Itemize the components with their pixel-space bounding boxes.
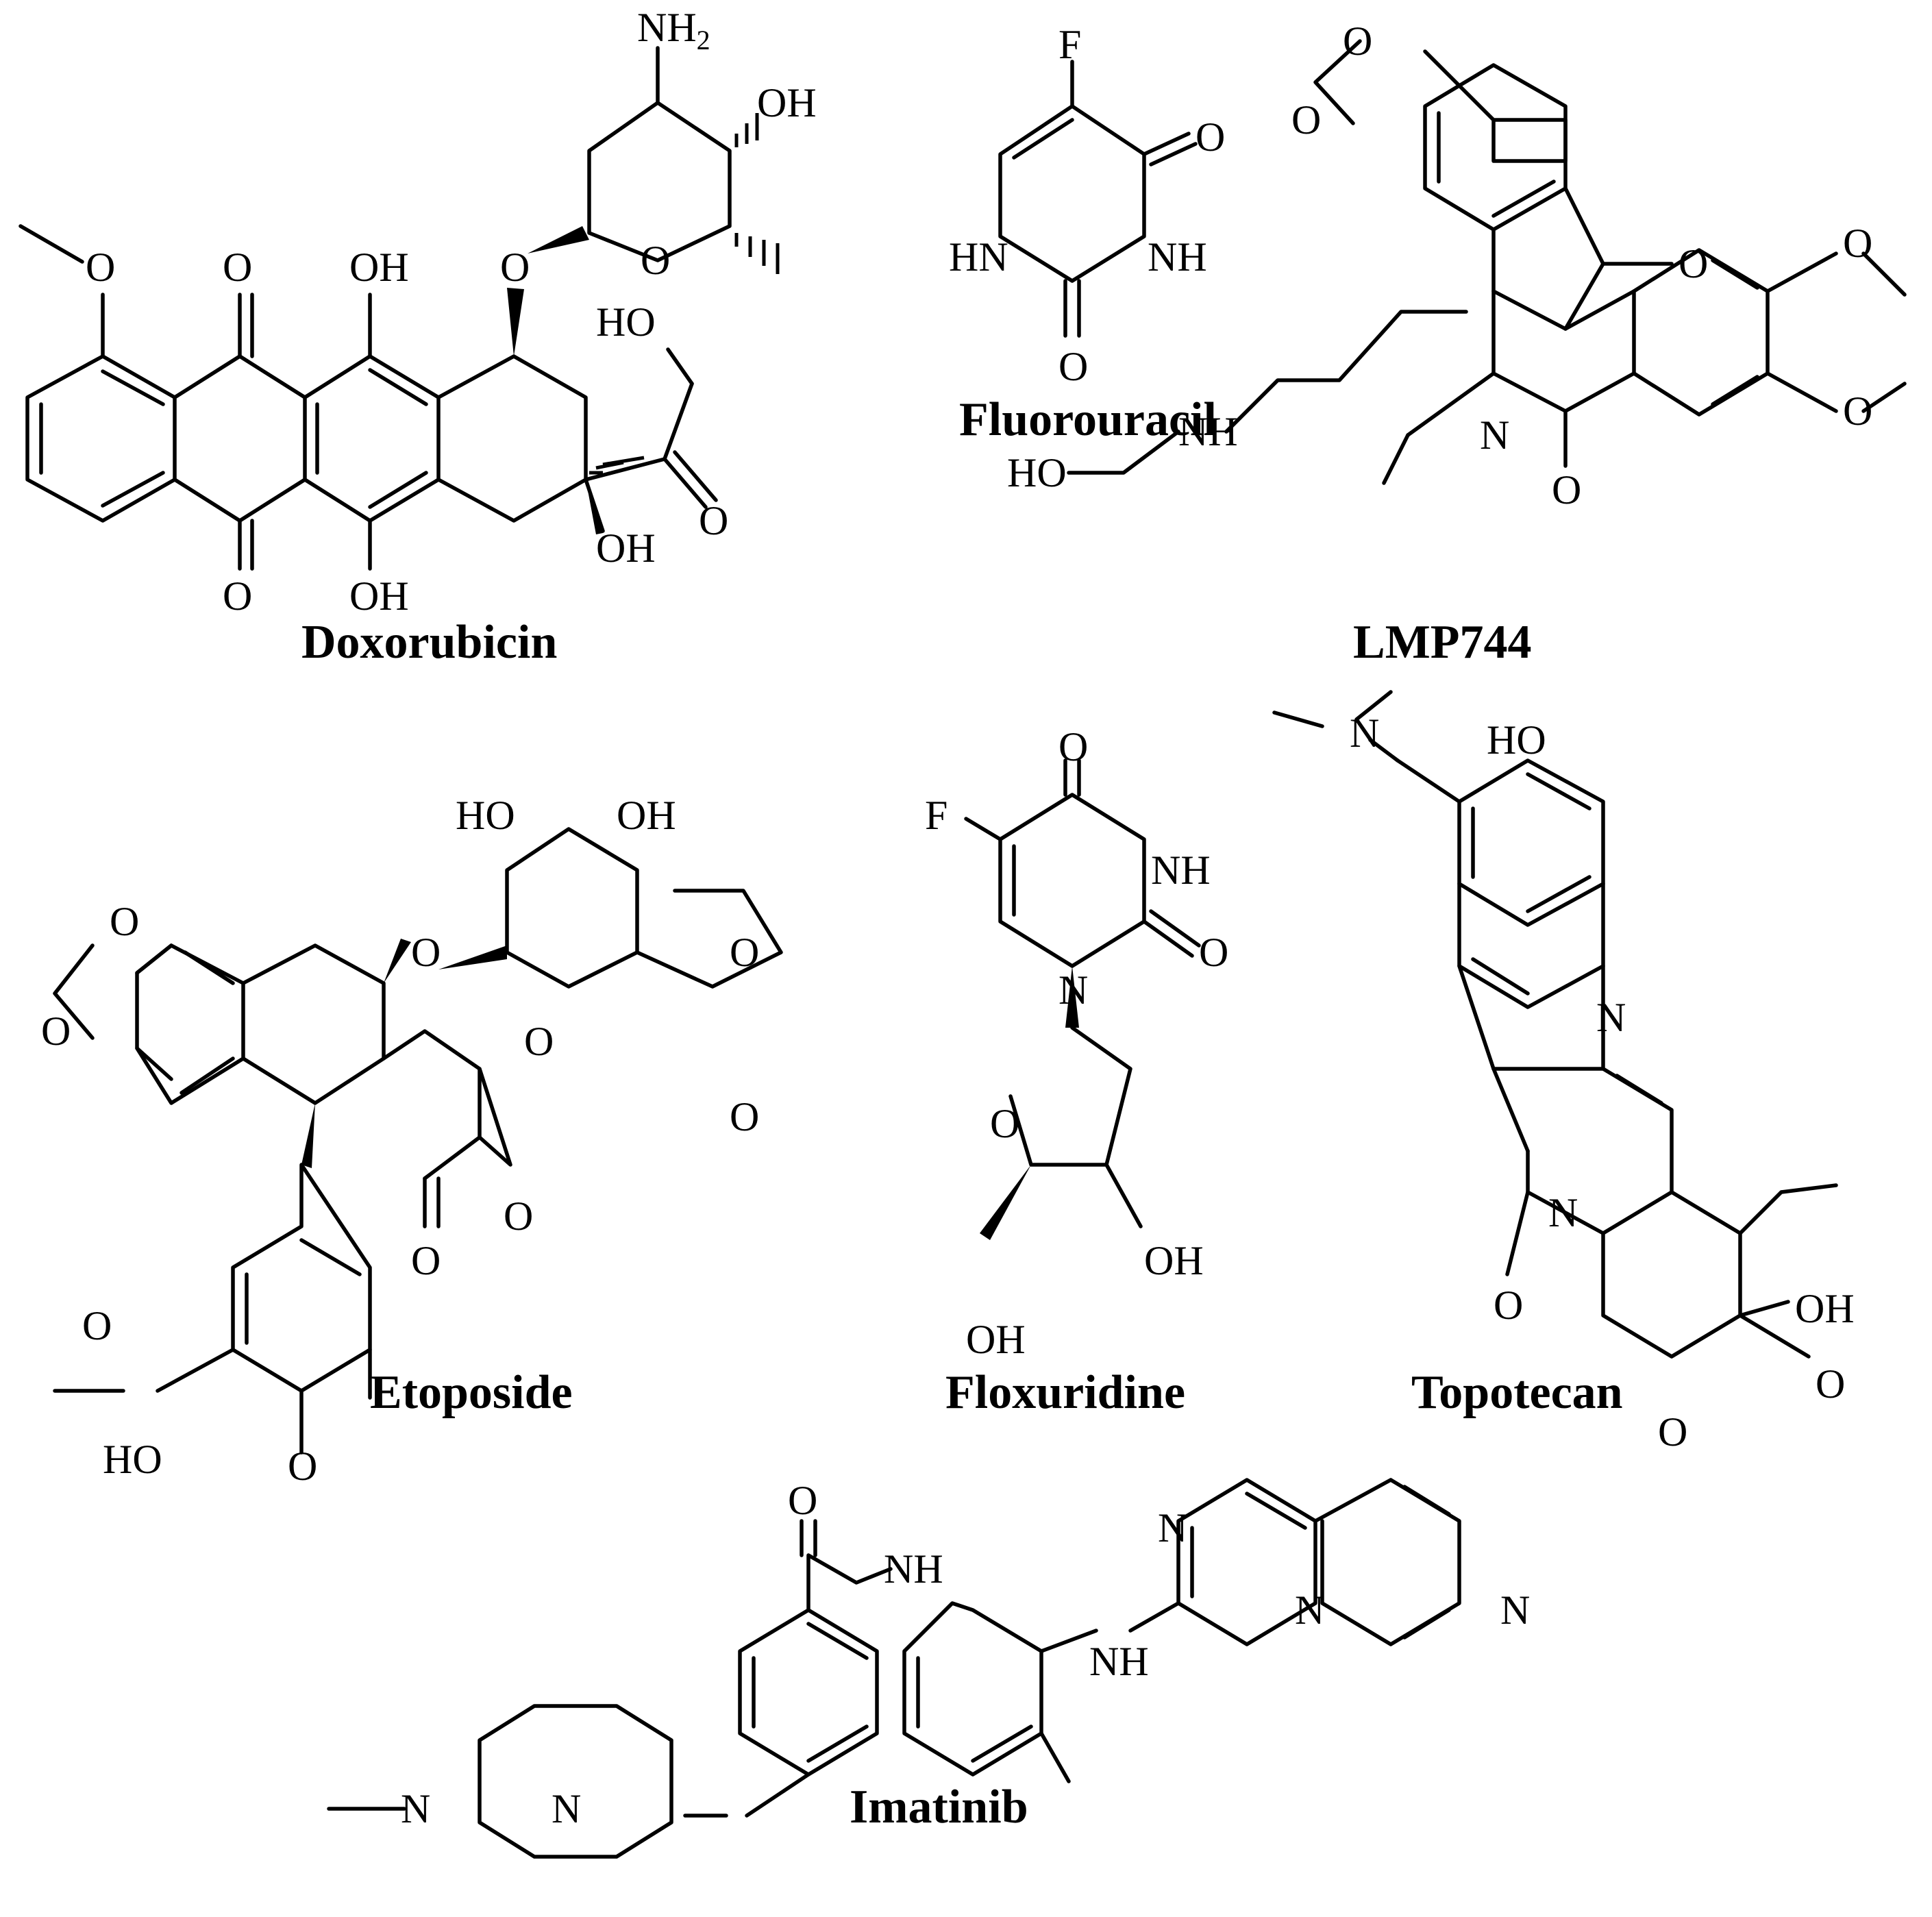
floxuridine-f: F: [925, 793, 948, 838]
topotecan-dimethylamino-n: N: [1350, 710, 1379, 756]
doxorubicin-glycosidic-o: O: [500, 245, 530, 290]
lmp744-methoxy-o2: O: [1843, 388, 1872, 434]
topotecan-name: Topotecan: [1411, 1366, 1623, 1419]
lmp744-dioxole-o1: O: [1343, 18, 1372, 64]
etoposide-methoxy-o2: O: [288, 1444, 317, 1489]
floxuridine-name: Floxuridine: [945, 1366, 1185, 1419]
etoposide-glycosidic-o: O: [411, 930, 441, 975]
fluorouracil-structure: F O HN NH O Fluorouracil: [949, 22, 1225, 446]
imatinib-pyrimidine-n1: N: [1158, 1505, 1187, 1550]
doxorubicin-ho-ch2: HO: [596, 299, 656, 345]
floxuridine-3-oh: OH: [1144, 1238, 1204, 1283]
lmp744-ho: HO: [1007, 450, 1067, 495]
floxuridine-c2-o: O: [1199, 930, 1228, 975]
doxorubicin-sugar-oh: OH: [757, 80, 817, 125]
topotecan-ester-o: O: [1658, 1409, 1687, 1455]
imatinib-structure: O NH N N N NH N N Imatinib: [327, 1478, 1530, 1859]
fluorouracil-f: F: [1058, 22, 1081, 67]
lmp744-ketone-o: O: [1679, 241, 1708, 286]
floxuridine-nh: NH: [1151, 848, 1211, 893]
doxorubicin-amine: NH2: [637, 5, 710, 55]
topotecan-ring-n: N: [1548, 1190, 1578, 1235]
topotecan-oh: OH: [1795, 1286, 1855, 1331]
lmp744-methoxy-o1: O: [1843, 221, 1872, 266]
floxuridine-n1: N: [1058, 967, 1088, 1013]
lmp744-lactam-o: O: [1552, 467, 1581, 512]
doxorubicin-methoxy-o: O: [86, 245, 115, 290]
floxuridine-ring-o: O: [990, 1101, 1019, 1146]
lmp744-dioxole-o2: O: [1291, 97, 1321, 143]
floxuridine-5-oh: OH: [966, 1317, 1026, 1362]
fluorouracil-c4-o: O: [1196, 114, 1225, 160]
topotecan-quinoline-n: N: [1596, 995, 1626, 1040]
doxorubicin-ketone-o: O: [699, 498, 728, 543]
etoposide-dioxole-o1: O: [110, 899, 139, 944]
etoposide-sugar-oh: OH: [617, 793, 676, 838]
topotecan-carbonyl-o: O: [1816, 1361, 1845, 1407]
imatinib-linker-nh: NH: [1089, 1639, 1149, 1684]
doxorubicin-oh-top: OH: [349, 245, 409, 290]
doxorubicin-name: Doxorubicin: [301, 616, 557, 669]
lmp744-structure: O O O N O O O NH HO LMP744: [1007, 18, 1907, 669]
doxorubicin-quinone-o-bottom: O: [223, 573, 252, 619]
fluorouracil-c2-o: O: [1058, 344, 1088, 389]
etoposide-acetal-o2: O: [730, 1094, 759, 1139]
fluorouracil-nh: NH: [1148, 234, 1207, 280]
imatinib-amide-o: O: [788, 1478, 817, 1523]
doxorubicin-oh-bottom: OH: [349, 573, 409, 619]
etoposide-sugar-ring-o: O: [524, 1019, 554, 1064]
doxorubicin-sugar-ring-o: O: [641, 238, 670, 283]
topotecan-structure: HO N N N O OH O O Topotecan: [1272, 690, 1855, 1455]
fluorouracil-hn: HN: [949, 234, 1008, 280]
imatinib-pyrimidine-n2: N: [1295, 1587, 1324, 1633]
etoposide-sugar-ho: HO: [456, 793, 515, 838]
imatinib-piperazine-n1: N: [401, 1786, 430, 1831]
etoposide-structure: HO OH O O O O O O O O O O HO Etoposide: [41, 793, 783, 1489]
imatinib-pyridine-n: N: [1500, 1587, 1530, 1633]
doxorubicin-quinone-o-top: O: [223, 245, 252, 290]
imatinib-amide-nh: NH: [884, 1546, 943, 1592]
imatinib-name: Imatinib: [850, 1781, 1028, 1833]
floxuridine-structure: O F NH N O O OH OH Floxuridine: [925, 724, 1228, 1419]
imatinib-piperazine-n2: N: [552, 1786, 581, 1831]
etoposide-dioxole-o2: O: [41, 1009, 71, 1054]
doxorubicin-c9-oh: OH: [596, 525, 656, 571]
etoposide-aryl-ho: HO: [103, 1437, 162, 1482]
lmp744-nh: NH: [1178, 409, 1238, 454]
topotecan-ho: HO: [1487, 717, 1546, 763]
lmp744-n: N: [1480, 412, 1509, 458]
etoposide-acetal-o1: O: [730, 930, 759, 975]
floxuridine-c4-o: O: [1058, 724, 1088, 769]
lmp744-name: LMP744: [1353, 616, 1532, 669]
topotecan-lactam-o: O: [1494, 1283, 1523, 1328]
doxorubicin-structure: O O O OH OH O O NH2 OH HO O OH Doxorubic…: [18, 5, 817, 669]
etoposide-lactone-o: O: [504, 1194, 533, 1239]
etoposide-methoxy-o1: O: [82, 1303, 112, 1348]
etoposide-name: Etoposide: [370, 1366, 573, 1419]
etoposide-carbonyl-o: O: [411, 1238, 441, 1283]
